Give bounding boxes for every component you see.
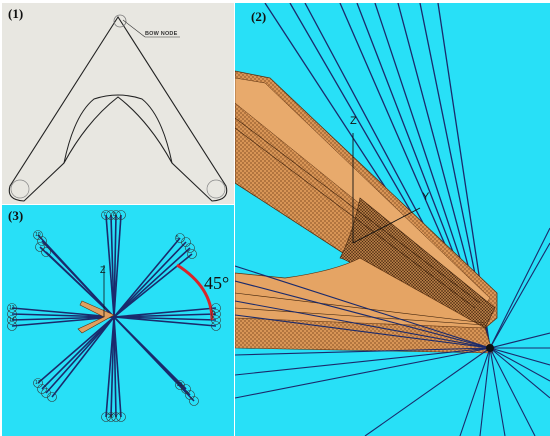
node-number: 20 <box>108 414 114 420</box>
node-number: 13 <box>9 305 15 311</box>
hull-3d-mesh <box>235 3 550 436</box>
hull-plan-outline <box>8 14 228 202</box>
node-number: 7 <box>103 212 106 218</box>
angle-label: 45° <box>204 273 230 293</box>
panel-2-label: (2) <box>251 9 267 24</box>
panel-1-label: (1) <box>8 6 24 21</box>
panel-3-mooring-layout: (3) Z 45° 7 8 5 10 13 14 1 17 23 20 <box>2 205 234 436</box>
node-number: 14 <box>9 317 15 323</box>
mooring-spread-diagram <box>7 210 221 422</box>
panel-1-plan-view: (1) BOW NODE <box>2 3 234 204</box>
node-number: 5 <box>176 235 179 241</box>
axis-z-label: Z <box>350 115 357 127</box>
node-number: 23 <box>177 382 183 388</box>
node-number: 10 <box>35 232 41 238</box>
panel-3-label: (3) <box>8 208 24 223</box>
node-number: 17 <box>35 380 41 386</box>
axis-y-label: Y <box>422 191 430 203</box>
bow-node-label: BOW NODE <box>145 31 178 37</box>
panel-2-3d-view: (2) Z Y <box>235 3 550 436</box>
node-number: 8 <box>113 212 116 218</box>
panel-3-axis-z-label: Z <box>100 265 106 275</box>
node-number: 1 <box>213 311 216 317</box>
